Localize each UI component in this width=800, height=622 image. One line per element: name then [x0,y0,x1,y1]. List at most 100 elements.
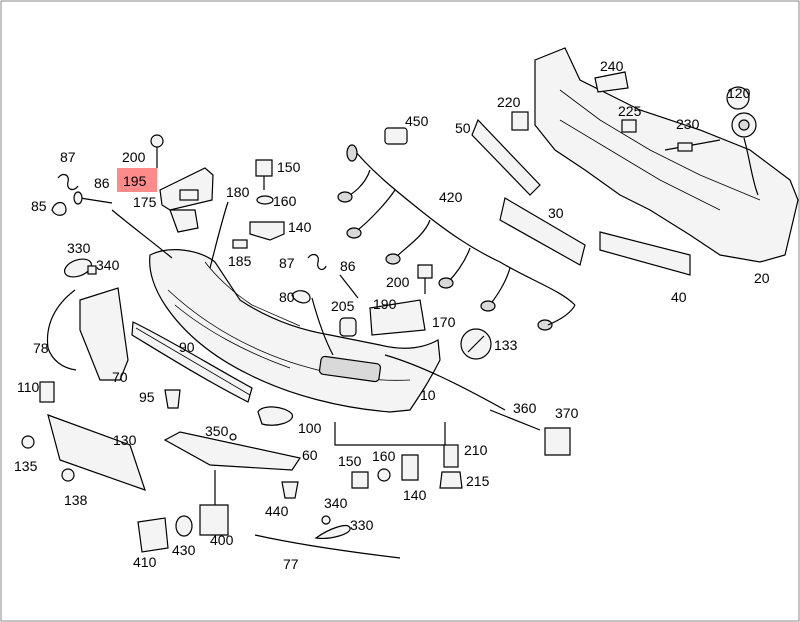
harness-branch-6 [547,304,576,326]
spring-clip-87 [57,173,79,191]
harness-end-plug [346,144,358,162]
harness-branch-2 [354,189,396,233]
sensor-410 [137,517,169,553]
bracket-190 [369,299,426,336]
label-205: 205 [331,298,355,314]
label-50: 50 [455,120,471,136]
label-90: 90 [179,339,195,355]
bracket-240 [594,71,629,93]
screw-86-b [339,274,359,299]
clip-220 [511,111,529,131]
screw-86-head [73,191,83,205]
label-135: 135 [14,458,38,474]
label-78: 78 [33,340,49,356]
cap-85 [51,201,67,216]
sensor-400 [199,504,229,536]
mesh-90 [131,321,253,403]
label-87-b: 87 [279,255,295,271]
label-180: 180 [226,184,250,200]
label-330-b: 330 [350,517,374,533]
clip-340-b [321,515,331,525]
grommet-225 [621,119,637,133]
rod-230-tip [677,142,693,152]
harness-branch-5 [489,267,511,306]
grille-40 [599,231,691,276]
sensor-plug-5 [480,300,496,312]
bracket-140-b [401,454,419,481]
label-410: 410 [133,554,157,570]
label-150: 150 [277,159,301,175]
bracket-50 [471,118,541,196]
label-110: 110 [17,379,40,395]
bolt-200-head [150,134,164,148]
label-400: 400 [210,532,234,548]
bumper-grille-opening [318,355,382,383]
clip-350 [229,433,237,441]
bracket-370 [544,427,571,456]
bracket-110 [39,381,55,403]
label-80: 80 [279,289,295,305]
leader-360 [384,354,506,411]
cap-80 [291,290,311,304]
harness-420 [349,144,576,306]
label-420: 420 [439,189,463,205]
rod-360 [489,409,541,431]
fog-cover-100 [257,406,293,426]
harness-branch-3 [394,219,431,259]
bracket-foot [169,209,199,233]
horn-120-center [738,119,750,131]
plate-130 [47,414,146,491]
carrier-rib [559,89,761,201]
bumper-upper-edge [204,261,301,327]
leader-80 [311,297,334,356]
label-95: 95 [139,389,155,405]
leader-120 [743,137,759,196]
label-340-b: 340 [324,495,348,511]
sensor-plug-2 [346,227,362,239]
callout-labels: 200 195 175 87 86 85 150 160 140 180 185… [14,58,770,572]
label-100: 100 [298,420,322,436]
label-350: 350 [205,423,229,439]
sensor-plug-6 [537,319,553,331]
label-30: 30 [548,205,564,221]
strip-78 [46,289,77,371]
label-60: 60 [302,447,318,463]
leader-86 [111,209,173,259]
trim-60 [163,431,301,471]
label-195: 195 [123,173,147,189]
harness-branch-4 [447,247,471,283]
washer-160-b [377,468,391,482]
label-170: 170 [432,314,456,330]
label-150-b: 150 [338,453,362,469]
label-120: 120 [727,85,751,101]
label-450: 450 [405,113,429,129]
sensor-plug-3 [385,253,401,265]
label-175: 175 [133,194,157,210]
highlight-195 [117,168,157,192]
label-430: 430 [172,542,196,558]
label-140: 140 [288,219,312,235]
label-360: 360 [513,400,537,416]
bolt-200-b [417,264,433,279]
screw-86 [79,197,113,204]
washer-160 [256,195,274,205]
rod-180 [209,201,229,269]
cover-330-b [314,525,351,539]
bracket-140 [249,221,285,241]
label-133: 133 [494,337,518,353]
connector-450 [384,127,408,145]
horn-cap [726,86,750,110]
label-40: 40 [671,289,687,305]
label-77: 77 [283,556,299,572]
bumper-crease-2 [174,304,291,369]
label-185: 185 [228,253,252,269]
label-10: 10 [420,387,436,403]
clip-440 [281,481,299,499]
label-140-b: 140 [403,487,427,503]
label-20: 20 [754,270,770,286]
ring-430 [175,515,193,537]
label-86-b: 86 [340,258,356,274]
label-210: 210 [464,442,488,458]
